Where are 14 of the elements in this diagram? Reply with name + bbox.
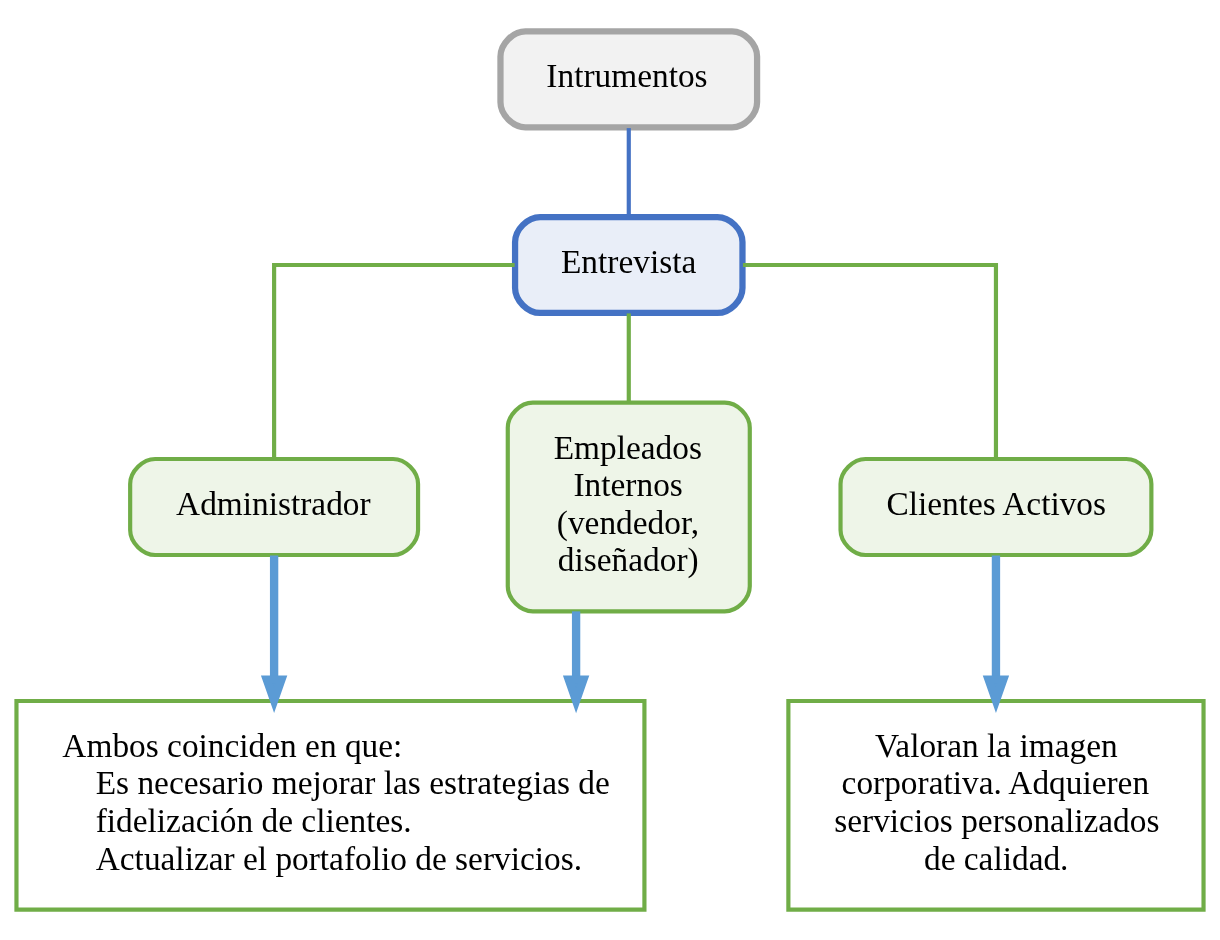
- arrow: [260, 555, 288, 713]
- connector: [626, 312, 631, 403]
- node-box: Administrador: [128, 456, 421, 557]
- connector: [742, 262, 999, 459]
- node-box: Empleados Internos (vendedor, diseñador): [505, 400, 752, 613]
- arrow: [982, 555, 1010, 713]
- connector: [626, 127, 631, 217]
- node-box: Clientes Activos: [838, 456, 1154, 557]
- node-box: Valoran la imagen corporativa. Adquieren servicios personalizados de calidad.: [786, 698, 1206, 912]
- connector: [272, 262, 515, 459]
- node-box: Entrevista: [511, 213, 746, 316]
- arrow: [562, 610, 590, 713]
- node-box: Ambos coinciden en que: Es necesario mejorar las estrategias de fidelización de clientes. Actualizar el portafolio de servicios.: [14, 698, 647, 912]
- node-box: Intrumentos: [497, 27, 761, 130]
